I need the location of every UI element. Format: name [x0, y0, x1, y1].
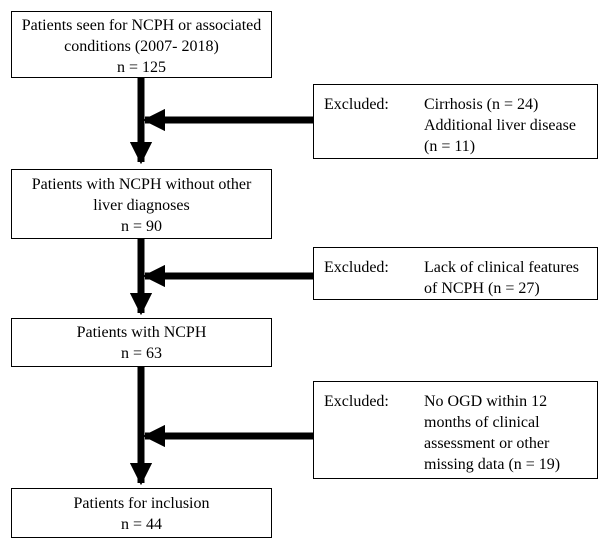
step-2-line-2: liver diagnoses [93, 197, 190, 214]
exclusion-2-reason-1: Lack of clinical features [424, 259, 580, 276]
exclusion-3-reason-1: No OGD within 12 [424, 393, 548, 410]
step-box-4: Patients for inclusion n = 44 [11, 488, 272, 538]
exclusion-3-reason-3: assessment or other [424, 435, 550, 452]
step-box-1: Patients seen for NCPH or associated con… [11, 11, 272, 78]
exclusion-1-reasons: Cirrhosis (n = 24) Additional liver dise… [424, 94, 576, 157]
step-box-3: Patients with NCPH n = 63 [11, 318, 272, 367]
step-box-2: Patients with NCPH without other liver d… [11, 169, 272, 239]
exclusion-2-reason-2: of NCPH (n = 27) [424, 280, 540, 297]
exclusion-1-label: Excluded: [324, 96, 389, 113]
step-2-line-1: Patients with NCPH without other [31, 176, 252, 193]
exclusion-3-reason-4: missing data (n = 19) [424, 456, 561, 473]
exclusion-1-reason-1: Cirrhosis (n = 24) [424, 96, 539, 113]
exclusion-1-reason-2: Additional liver disease [424, 117, 576, 134]
step-3-line-1: Patients with NCPH [76, 324, 207, 341]
exclusion-1-reason-3: (n = 11) [424, 138, 476, 155]
exclusion-box-2: Excluded: Lack of clinical features of N… [313, 247, 598, 300]
exclusion-2-label: Excluded: [324, 259, 389, 276]
step-3-count: n = 63 [120, 345, 163, 362]
step-1-count: n = 125 [116, 59, 167, 76]
step-4-count: n = 44 [120, 516, 163, 533]
exclusion-box-3: Excluded: No OGD within 12 months of cli… [313, 381, 598, 479]
step-4-line-1: Patients for inclusion [73, 495, 210, 512]
exclusion-2-reasons: Lack of clinical features of NCPH (n = 2… [424, 257, 579, 299]
step-2-count: n = 90 [120, 218, 163, 235]
exclusion-3-reasons: No OGD within 12 months of clinical asse… [424, 391, 560, 475]
exclusion-3-label: Excluded: [324, 393, 389, 410]
exclusion-3-reason-2: months of clinical [424, 414, 540, 431]
step-1-line-1: Patients seen for NCPH or associated [21, 17, 262, 34]
step-1-line-2: conditions (2007- 2018) [64, 38, 219, 55]
exclusion-box-1: Excluded: Cirrhosis (n = 24) Additional … [313, 84, 598, 159]
